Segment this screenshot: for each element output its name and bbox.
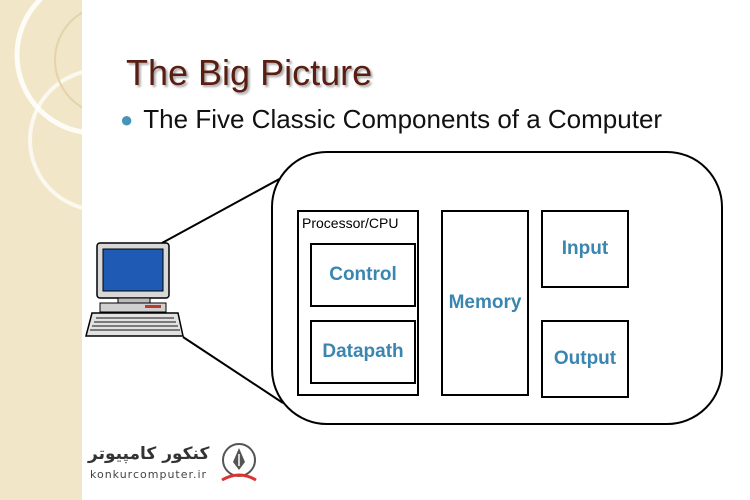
slide-title: The Big Picture bbox=[126, 52, 373, 93]
computer-icon bbox=[96, 242, 170, 313]
watermark-text-en: konkurcomputer.ir bbox=[90, 468, 208, 481]
connector-line-bottom bbox=[182, 336, 284, 404]
watermark: کنکور کامپیوتر konkurcomputer.ir bbox=[84, 440, 264, 490]
watermark-logo-icon bbox=[221, 443, 257, 482]
bullet-item: ● The Five Classic Components of a Compu… bbox=[120, 104, 662, 135]
memory-label: Memory bbox=[448, 292, 522, 313]
output-label: Output bbox=[553, 348, 617, 369]
bullet-text: The Five Classic Components of a Compute… bbox=[143, 104, 663, 134]
bullet-dot-icon: ● bbox=[120, 106, 134, 132]
output-box: Output bbox=[541, 320, 629, 398]
processor-label: Processor/CPU bbox=[302, 215, 399, 231]
datapath-box: Datapath bbox=[310, 320, 416, 384]
side-decoration bbox=[0, 0, 82, 500]
watermark-text-fa: کنکور کامپیوتر bbox=[88, 444, 210, 464]
input-label: Input bbox=[561, 238, 609, 259]
memory-box: Memory bbox=[441, 210, 529, 396]
datapath-label: Datapath bbox=[322, 341, 404, 362]
connector-line-top bbox=[161, 176, 284, 244]
input-box: Input bbox=[541, 210, 629, 288]
control-label: Control bbox=[329, 264, 397, 285]
control-box: Control bbox=[310, 243, 416, 307]
keyboard-icon bbox=[85, 312, 184, 337]
decorative-circles bbox=[14, 0, 82, 210]
